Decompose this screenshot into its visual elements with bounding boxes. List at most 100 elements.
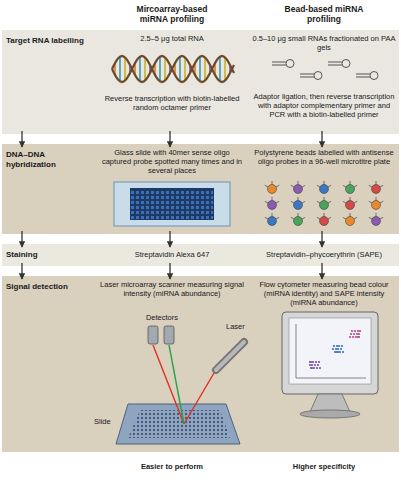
detector <box>148 326 158 344</box>
scatter-dot <box>311 364 313 366</box>
column-heading: Mircoarray-based miRNA profiling <box>127 4 217 24</box>
scatter-dot <box>336 351 338 353</box>
oligo-probe <box>272 181 273 189</box>
monitor-stand <box>310 394 350 412</box>
scatter-dot <box>352 336 354 338</box>
step-text: Reverse transcription with biotin-labell… <box>100 94 244 112</box>
bead <box>346 185 355 194</box>
flow-arrow <box>21 231 22 247</box>
scatter-dot <box>359 330 361 332</box>
oligo-probe <box>324 213 325 221</box>
bead <box>320 217 329 226</box>
array-area <box>130 188 214 220</box>
part-label: Slide <box>94 417 116 426</box>
dna-strand <box>112 56 234 82</box>
scatter-dot <box>310 361 312 363</box>
oligo-probe <box>291 217 298 221</box>
scatter-dot <box>309 364 311 366</box>
oligo-probe <box>298 181 299 189</box>
oligo-probe <box>376 217 383 221</box>
scatter-dot <box>319 367 321 369</box>
dna-strand <box>112 56 234 82</box>
rna-loop <box>314 72 322 80</box>
slide-glass <box>114 182 230 226</box>
detector <box>164 326 174 344</box>
scatter-dot <box>314 364 316 366</box>
step-text: Laser microarray scanner measuring signa… <box>100 280 244 298</box>
conclusion-note: Higher specificity <box>250 462 398 471</box>
bead <box>268 217 277 226</box>
scatter-dot <box>355 336 357 338</box>
scatter-dot <box>311 367 313 369</box>
base-pair <box>164 57 166 80</box>
scatter-dot <box>337 348 339 350</box>
bead <box>372 185 381 194</box>
row-heading: Signal detection <box>6 282 96 292</box>
scatter-dot <box>354 330 356 332</box>
bead <box>294 185 303 194</box>
bead <box>320 201 329 210</box>
base-pair <box>199 57 201 82</box>
base-pair <box>134 63 136 75</box>
step-text: 2.5–5 μg total RNA <box>100 34 244 43</box>
oligo-probe <box>376 185 383 189</box>
oligo-probe <box>298 197 299 205</box>
oligo-probe <box>272 201 279 205</box>
scatter-dot <box>317 364 319 366</box>
scatter-dot <box>351 330 353 332</box>
base-pair <box>169 65 171 73</box>
scatter-dot <box>338 345 340 347</box>
oligo-probe <box>272 213 273 221</box>
base-pair <box>219 57 221 82</box>
scatter-dot <box>313 367 315 369</box>
bead <box>372 217 381 226</box>
rna-loop <box>342 60 350 68</box>
part-label: Laser <box>226 322 250 331</box>
base-pair <box>224 57 226 80</box>
slide-array <box>128 410 230 438</box>
oligo-probe <box>369 185 376 189</box>
base-pair <box>144 57 146 80</box>
oligo-probe <box>291 185 298 189</box>
flow-arrow <box>321 131 322 147</box>
step-text: Streptavidin Alexa 647 <box>100 250 244 259</box>
monitor-case <box>282 312 378 394</box>
base-pair <box>209 65 211 73</box>
base-pair <box>159 57 161 82</box>
base-pair <box>129 65 131 73</box>
oligo-probe <box>343 201 350 205</box>
oligo-probe <box>298 217 305 221</box>
flow-arrow <box>21 131 22 147</box>
base-pair <box>149 65 151 73</box>
scatter-dot <box>333 345 335 347</box>
step-text: 0.5–10 μg small RNAs fractionated on PAA… <box>252 34 396 52</box>
repeated-strokes <box>112 56 383 369</box>
flow-arrow <box>321 263 322 279</box>
conclusion-note: Easier to perform <box>98 462 246 471</box>
scatter-dot <box>357 336 359 338</box>
oligo-probe <box>369 201 376 205</box>
oligo-probe <box>350 217 357 221</box>
scatter-dot <box>342 351 344 353</box>
scatter-dot <box>312 361 314 363</box>
stage-band: DNA–DNA hybridizationGlass slide with 40… <box>2 144 399 234</box>
oligo-probe <box>265 201 272 205</box>
step-text: Polystyrene beads labelled with antisens… <box>252 148 396 166</box>
base-pair <box>204 57 206 80</box>
emission-beam <box>153 345 184 424</box>
oligo-probe <box>317 217 324 221</box>
row-heading: Staining <box>6 250 96 260</box>
scatter-dot <box>337 351 339 353</box>
laser-highlight <box>216 342 244 370</box>
oligo-probe <box>291 201 298 205</box>
base-pair <box>184 57 186 80</box>
scatter-dot <box>350 333 352 335</box>
base-pair <box>194 63 196 75</box>
scatter-dot <box>318 361 320 363</box>
oligo-probe <box>343 217 350 221</box>
oligo-probe <box>265 217 272 221</box>
oligo-probe <box>272 217 279 221</box>
flow-arrow <box>321 231 322 247</box>
bead <box>372 201 381 210</box>
